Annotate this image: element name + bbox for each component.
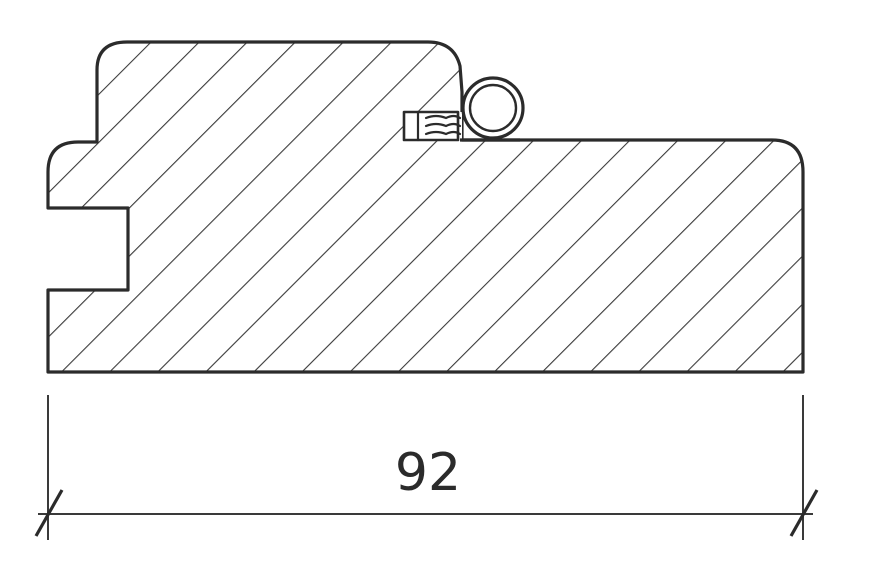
seal-fin-middle	[424, 122, 462, 128]
dimension-tick-left	[34, 489, 64, 537]
seal-fin-bottom	[424, 130, 462, 136]
dimension-width-value: 92	[395, 443, 461, 503]
seal-bulb-outer	[461, 76, 525, 140]
dimension-tick-right	[789, 489, 819, 537]
frame-profile-body	[46, 40, 805, 374]
seal-fin-top	[424, 114, 462, 120]
seal-bulb-inner	[468, 83, 518, 133]
